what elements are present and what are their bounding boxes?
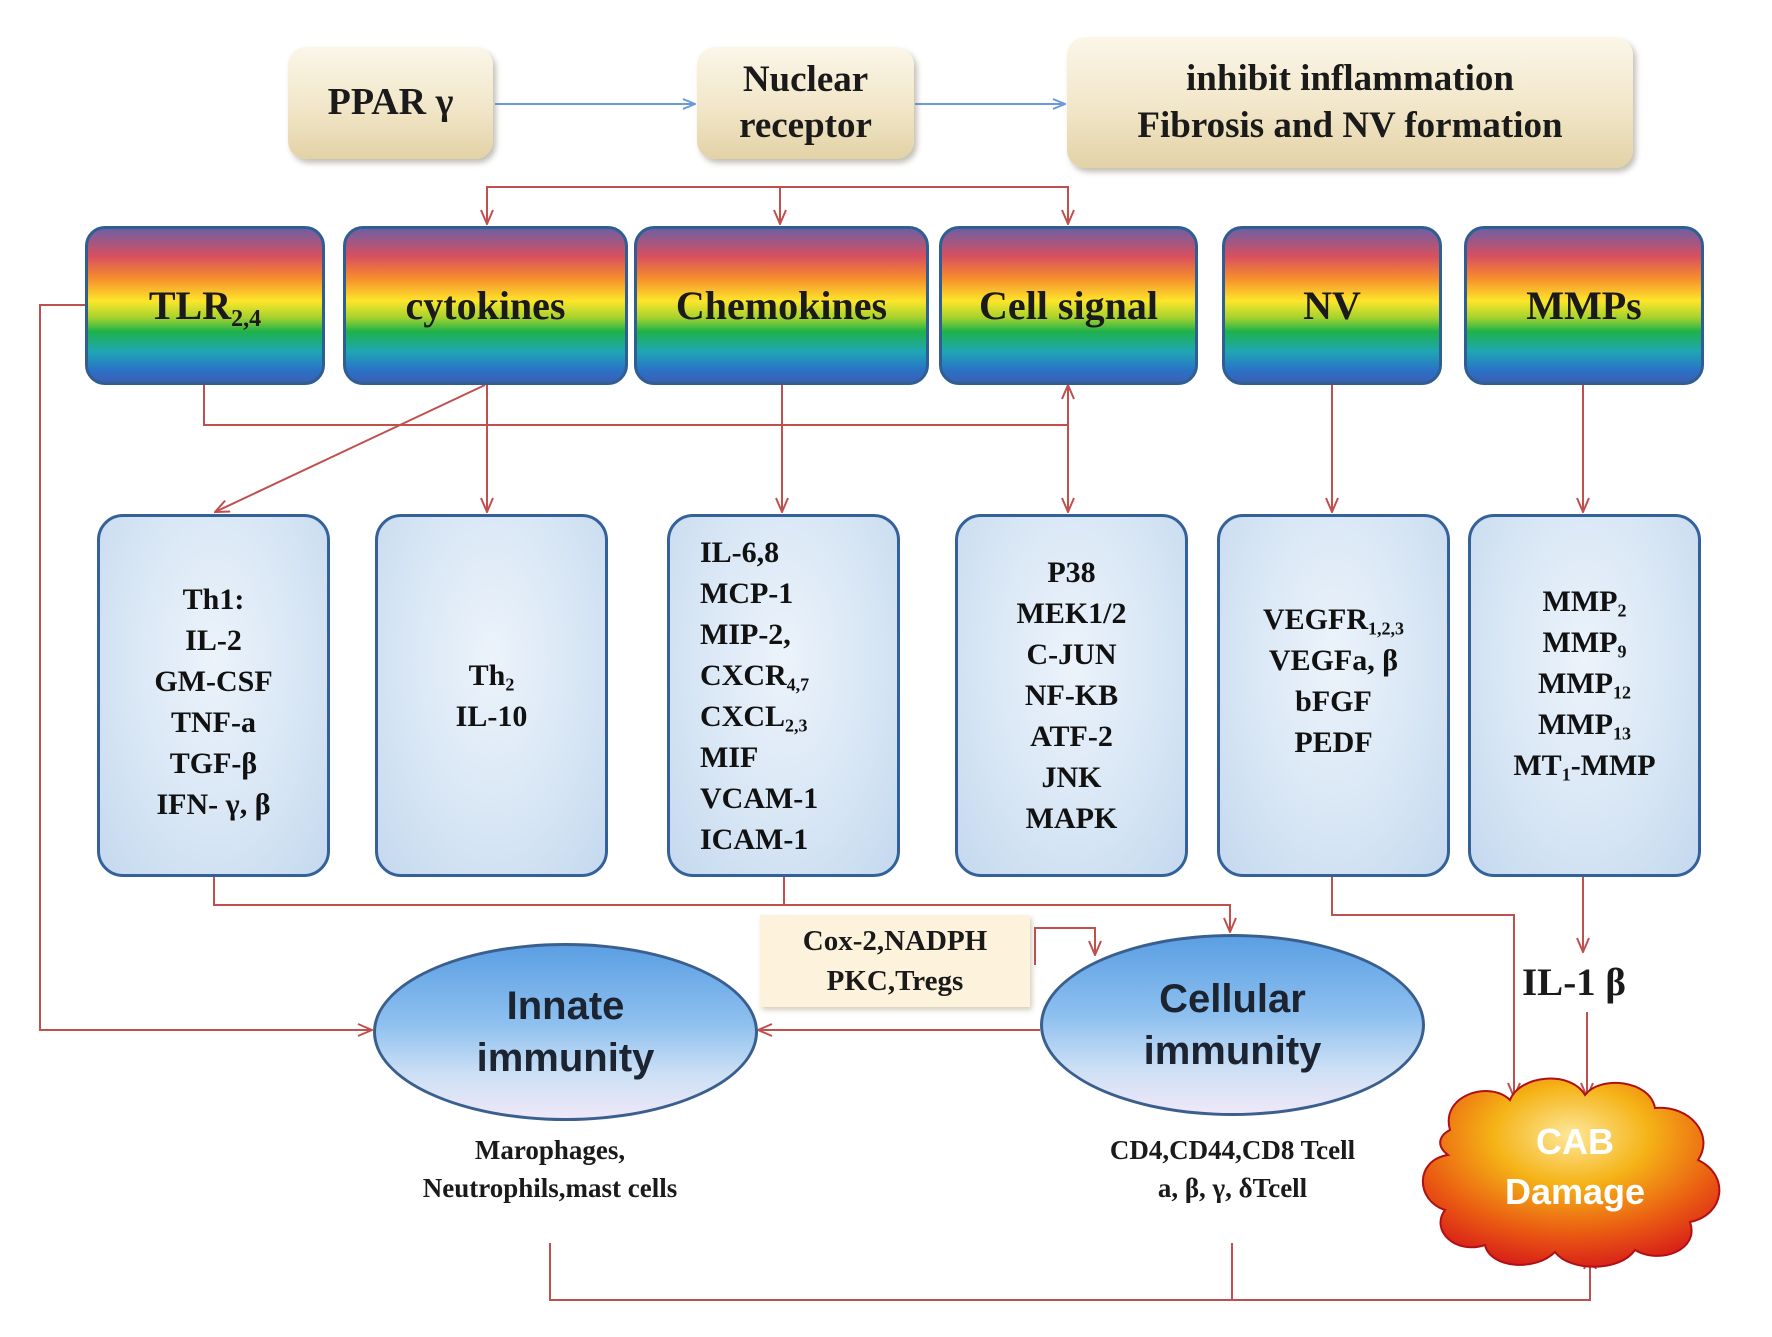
th1-item: GM-CSF: [154, 664, 273, 698]
tlr-label: TLR2,4: [148, 283, 262, 333]
mmp-item: MMP13: [1538, 707, 1631, 743]
cell-signal-box: P38 MEK1/2 C-JUN NF-KB ATF-2 JNK MAPK: [955, 514, 1188, 877]
cell-signal-item: JNK: [1041, 761, 1102, 794]
nuclear-receptor-box: Nuclear receptor: [697, 47, 914, 159]
cab-damage-cloud: [1421, 1077, 1721, 1268]
chemokine-item: CXCR4,7: [700, 658, 810, 694]
arrow-nuclear-to-cytokines: [487, 186, 780, 224]
cell-signal-item: P38: [1047, 556, 1096, 589]
ppar-gamma-box: PPAR γ: [288, 47, 493, 159]
nv-box: VEGFR1,2,3 VEGFa, β bFGF PEDF: [1217, 514, 1450, 877]
nv-item: PEDF: [1294, 725, 1373, 759]
mmps-box: MMP2 MMP9 MMP12 MMP13 MT1-MMP: [1468, 514, 1701, 877]
innate-line2: immunity: [476, 1036, 655, 1080]
inhibit-inflammation-box: inhibit inflammation Fibrosis and NV for…: [1067, 37, 1633, 168]
arrow-cytokines-to-th1: [215, 384, 486, 512]
cellular-caption-line1: CD4,CD44,CD8 Tcell: [1109, 1135, 1356, 1165]
th2-box: Th2 IL-10: [375, 514, 608, 877]
cell-signal-item: NF-KB: [1024, 679, 1119, 712]
chemokines-box: IL-6,8 MCP-1 MIP-2, CXCR4,7 CXCL2,3 MIF …: [667, 514, 900, 877]
cytokines-label: cytokines: [405, 283, 566, 328]
th1-box: Th1: IL-2 GM-CSF TNF-a TGF-β IFN- γ, β: [97, 514, 330, 877]
arrow-mediator-to-cellular: [1034, 927, 1095, 965]
th2-label: Th2: [468, 658, 515, 694]
mediators-box: Cox-2,NADPH PKC,Tregs: [760, 915, 1030, 1007]
chemokine-item: VCAM-1: [700, 781, 819, 815]
chemokine-item: MIP-2,: [700, 617, 791, 651]
innate-immunity-node: Innate immunity: [373, 943, 758, 1121]
chemokine-item: CXCL2,3: [700, 699, 808, 735]
arrow-immunity-to-cab: [549, 1243, 1590, 1301]
category-mmps: MMPs: [1464, 226, 1704, 385]
chemokine-item: MCP-1: [700, 576, 794, 610]
cellular-caption-line2: a, β, γ, δTcell: [1157, 1173, 1308, 1203]
mediators-line1: Cox-2,NADPH: [802, 925, 988, 957]
arrow-th1-to-cellular: [213, 877, 1230, 932]
th1-item: TNF-a: [171, 705, 256, 739]
th1-item: Th1:: [182, 582, 245, 616]
mmps-label: MMPs: [1526, 283, 1642, 328]
cellular-immunity-node: Cellular immunity: [1040, 934, 1425, 1116]
innate-caption: Marophages, Neutrophils,mast cells: [350, 1131, 750, 1207]
cell-signal-item: MAPK: [1025, 802, 1118, 835]
th1-item: TGF-β: [169, 746, 258, 780]
nv-item: VEGFa, β: [1268, 643, 1399, 677]
cellular-line1: Cellular: [1159, 977, 1306, 1021]
mmp-item: MMP2: [1542, 584, 1627, 620]
cell-signal-label: Cell signal: [979, 283, 1158, 328]
inhibit-line1: inhibit inflammation: [1186, 58, 1514, 100]
mmp-item: MT1-MMP: [1513, 748, 1656, 784]
category-tlr: TLR2,4: [85, 226, 325, 385]
arrow-nv-to-cab: [1331, 877, 1514, 1097]
arrow-tlr-to-innate: [39, 304, 372, 1030]
mmp-item: MMP9: [1542, 625, 1627, 661]
cellular-line2: immunity: [1143, 1029, 1322, 1073]
chemokines-label: Chemokines: [675, 283, 888, 328]
cell-signal-item: MEK1/2: [1016, 597, 1127, 630]
category-chemokines: Chemokines: [634, 226, 929, 385]
nv-label: NV: [1303, 283, 1361, 328]
innate-line1: Innate: [506, 984, 625, 1028]
il10-label: IL-10: [455, 699, 528, 733]
category-cytokines: cytokines: [343, 226, 628, 385]
ppar-gamma-label: PPAR γ: [327, 81, 454, 124]
cab-line2: Damage: [1504, 1171, 1646, 1212]
chemokine-item: ICAM-1: [700, 822, 809, 856]
category-nv: NV: [1222, 226, 1442, 385]
mmp-item: MMP12: [1538, 666, 1631, 702]
mediators-line2: PKC,Tregs: [826, 965, 964, 997]
th1-item: IL-2: [185, 623, 242, 657]
nv-item: bFGF: [1295, 684, 1372, 718]
cellular-caption: CD4,CD44,CD8 Tcell a, β, γ, δTcell: [1040, 1131, 1425, 1207]
arrow-tlr-to-cellsignal: [203, 385, 1068, 426]
inhibit-line2: Fibrosis and NV formation: [1137, 104, 1563, 146]
innate-caption-line1: Marophages,: [474, 1135, 626, 1165]
cell-signal-item: C-JUN: [1026, 638, 1117, 671]
cell-signal-item: ATF-2: [1030, 720, 1113, 753]
cab-damage-label: CAB Damage: [1445, 1117, 1705, 1217]
innate-caption-line2: Neutrophils,mast cells: [422, 1173, 678, 1203]
nv-item: VEGFR1,2,3: [1263, 602, 1404, 638]
cab-line1: CAB: [1536, 1121, 1614, 1162]
arrow-nuclear-to-cellsignal: [780, 186, 1068, 224]
chemokine-item: MIF: [700, 740, 759, 774]
il1-beta-label: IL-1 β: [1522, 961, 1626, 1004]
nuclear-receptor-line1: Nuclear: [742, 58, 869, 100]
th1-item: IFN- γ, β: [156, 787, 271, 821]
nuclear-receptor-line2: receptor: [739, 105, 872, 146]
category-cell-signal: Cell signal: [939, 226, 1198, 385]
chemokine-item: IL-6,8: [700, 535, 780, 569]
